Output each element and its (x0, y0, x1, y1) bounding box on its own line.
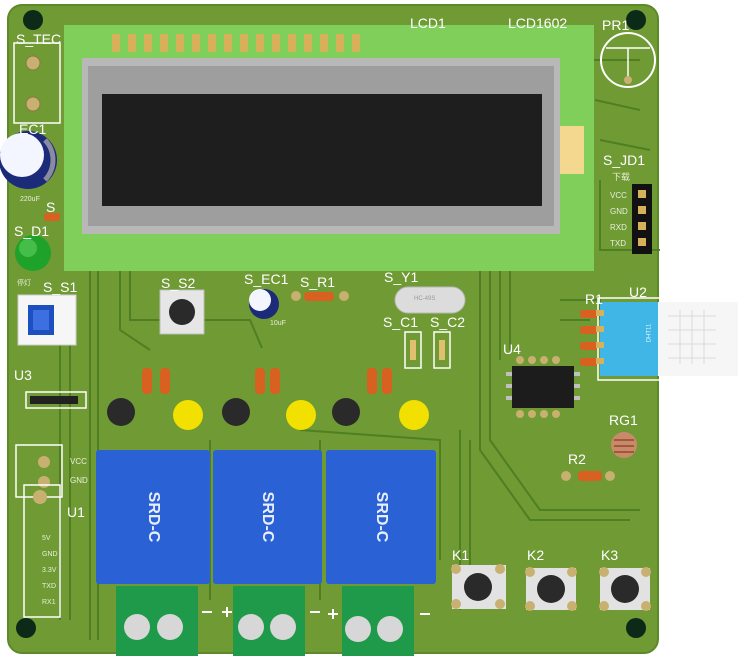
u1-pin-4: RX1 (42, 599, 56, 606)
u4-chip (506, 356, 580, 418)
ec1-label: EC1 (19, 121, 47, 137)
u1-outline (23, 484, 61, 618)
u2-sensor (596, 297, 738, 381)
u3-label: U3 (14, 367, 32, 383)
u3-outline (25, 391, 87, 409)
s-s2-button (159, 289, 205, 335)
jd1-vcc-label: VCC (610, 191, 627, 200)
crystal-label: HC-49S (414, 296, 436, 302)
r1-resistors (580, 310, 598, 366)
s-label: S (46, 199, 56, 215)
s-s2-label: S_S2 (161, 275, 196, 291)
relay-2 (213, 450, 322, 584)
terminal-block-1 (116, 586, 198, 656)
relay-driver-3 (332, 368, 429, 430)
s-c2-outline (433, 331, 451, 369)
s-y1-label: S_Y1 (384, 269, 419, 285)
s-d1-label: S_D1 (14, 223, 50, 239)
terminal-block-2 (233, 586, 305, 656)
s-c2-label: S_C2 (430, 314, 466, 330)
led-yellow-3 (399, 400, 429, 430)
s-jd1-header (632, 184, 652, 254)
led-yellow-1 (173, 400, 203, 430)
mount-hole-tl (23, 10, 43, 30)
s-tec-label: S_TEC (16, 31, 62, 47)
s-d1-led (15, 235, 51, 271)
pr1-label: PR1 (602, 17, 630, 33)
u1-pin-1: GND (42, 551, 58, 558)
jd1-rxd-label: RXD (610, 223, 627, 232)
j-vcc-label: VCC (70, 457, 87, 466)
u1-pin-2: 3.3V (42, 567, 57, 574)
lcd-glass (102, 94, 542, 206)
s-s1-switch (17, 294, 77, 346)
relay-2-label: SRD-C (259, 491, 276, 543)
s-tec-outline (13, 42, 61, 124)
j-gnd-label: GND (70, 476, 88, 485)
s-r1-label: S_R1 (300, 274, 336, 290)
terminal-block-3 (342, 586, 414, 656)
u4-label: U4 (503, 341, 521, 357)
lcd1602-label: LCD1602 (508, 15, 568, 31)
s-ec1-value-label: 10uF (270, 320, 286, 327)
u1-pin-3: TXD (42, 583, 56, 590)
relay-1 (96, 450, 210, 584)
u3-header (30, 396, 78, 404)
mount-hole-bl (16, 618, 36, 638)
lcd1-label: LCD1 (410, 15, 446, 31)
relay-driver-1 (107, 368, 203, 430)
s-y1-crystal (394, 286, 466, 314)
jd1-gnd-label: GND (610, 207, 628, 216)
k1-label: K1 (452, 547, 470, 563)
relay-3 (326, 450, 436, 584)
lcd-backlight-tab (560, 126, 584, 174)
s-ec1-capacitor (249, 289, 279, 319)
s-s1-sub-label: 停灯 (17, 280, 31, 287)
relay-driver-2 (222, 368, 316, 430)
u1-label: U1 (67, 504, 85, 520)
relay-3-label: SRD-C (373, 491, 390, 543)
sensor-chars: DHT11 (646, 323, 653, 343)
s-s1-label: S_S1 (43, 279, 78, 295)
jd1-txd-label: TXD (610, 239, 626, 248)
k3-button (599, 567, 651, 611)
k3-label: K3 (601, 547, 619, 563)
pr1-potentiometer (600, 32, 656, 88)
ec1-capacitor (0, 131, 57, 189)
led-yellow-2 (286, 400, 316, 430)
s-resistor (44, 213, 60, 221)
rg1-label: RG1 (609, 412, 638, 428)
r2-label: R2 (568, 451, 586, 467)
download-label: 下载 (612, 172, 631, 182)
mount-hole-br (626, 618, 646, 638)
r2-resistor (561, 471, 615, 481)
u1-pin-0: 5V (42, 535, 51, 542)
mount-hole-tr (626, 10, 646, 30)
u2-label: U2 (629, 284, 647, 300)
s-r1-resistor (291, 291, 349, 301)
k2-label: K2 (527, 547, 545, 563)
k1-button (451, 564, 506, 609)
s-jd1-label: S_JD1 (603, 152, 646, 168)
r1-label: R1 (585, 291, 603, 307)
ec1-value-label: 220uF (20, 196, 40, 203)
s-ec1-label: S_EC1 (244, 271, 289, 287)
s-c1-label: S_C1 (383, 314, 419, 330)
lcd-module (64, 25, 594, 271)
relay-1-label: SRD-C (145, 491, 162, 543)
rg1-photoresistor (611, 432, 637, 458)
s-c1-outline (404, 331, 422, 369)
k2-button (525, 567, 577, 611)
